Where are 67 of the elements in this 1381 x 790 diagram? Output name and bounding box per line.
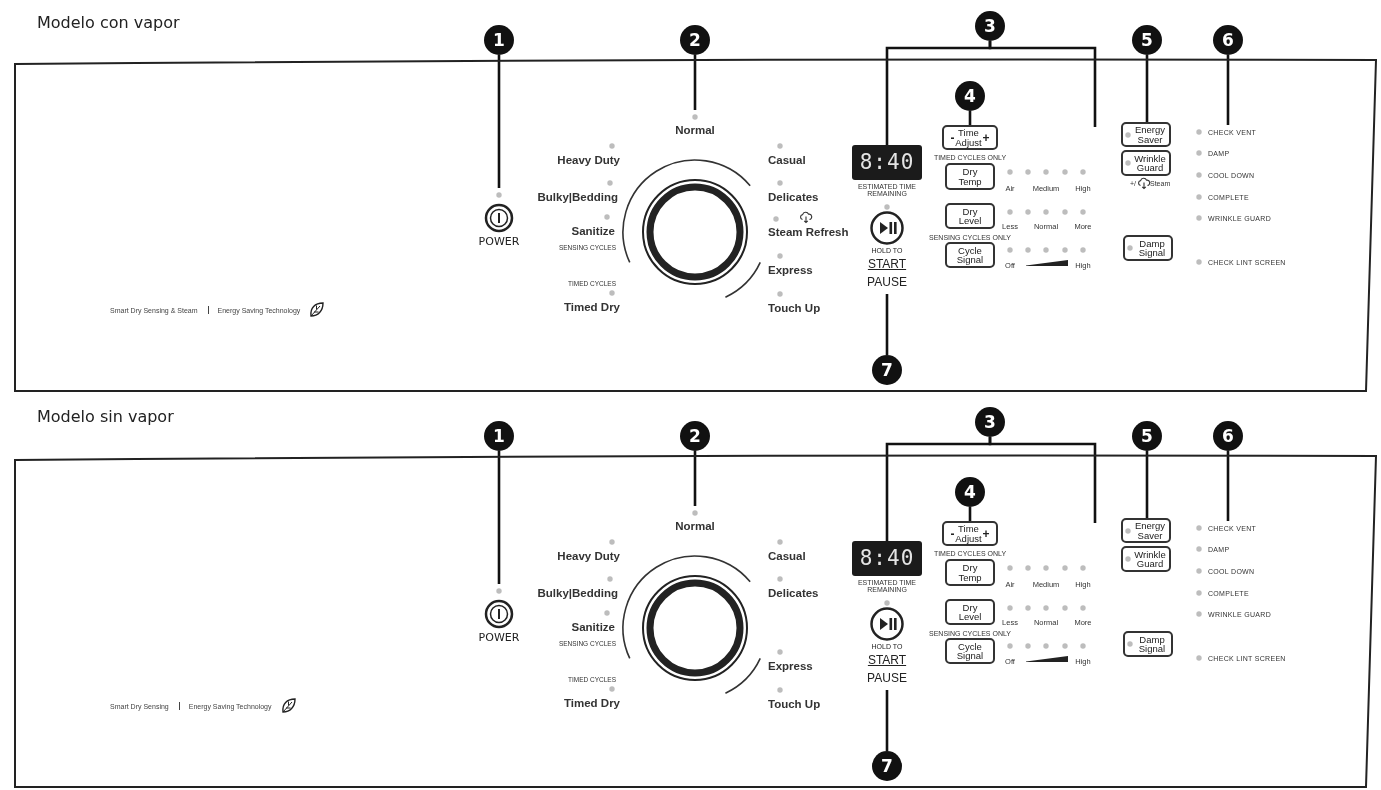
callout-number: 1 [484,421,514,451]
panel-button: Damp Signal [1123,631,1173,657]
cycle-label: Heavy Duty [557,550,620,562]
callout-number: 2 [680,421,710,451]
panel-button: Energy Saver [1121,518,1171,543]
cycle-label: Express [768,660,813,672]
panel-button: Dry Temp [945,559,995,586]
panel-button: Energy Saver [1121,122,1171,147]
cycle-label: Express [768,264,813,276]
leader-line [1226,55,1230,125]
cycle-label: Bulky|Bedding [537,191,618,203]
leader-line [497,55,501,188]
bracket-leader-line [988,437,1097,523]
cycle-label: Delicates [768,191,819,203]
cycle-label: Delicates [768,587,819,599]
cycle-label: Timed Dry [563,301,620,313]
time-display: 8:40 [852,145,922,180]
callout-number: 4 [955,81,985,111]
callout-number: 5 [1132,421,1162,451]
cycle-label: Bulky|Bedding [537,587,618,599]
cycle-label: Touch Up [768,302,821,314]
panel-heading: Modelo con vapor [37,12,180,32]
callout-number: 2 [680,25,710,55]
leader-line [1145,55,1149,122]
leader-line [693,55,697,110]
cycle-label: Casual [768,550,806,562]
callout-number: 3 [975,11,1005,41]
button-label: POWER [478,630,520,644]
panel-button: Wrinkle Guard [1121,546,1171,572]
leader-line [1226,451,1230,521]
cycle-label: Sanitize [571,225,615,237]
panel-heading: Modelo sin vapor [37,406,174,426]
panel-button: Cycle Signal [945,638,995,664]
panel-button: Wrinkle Guard [1121,150,1171,176]
panel-button: Dry Level [945,599,995,625]
cycle-label: Casual [768,154,806,166]
leader-line [497,451,501,584]
button-label: START [867,652,907,667]
cycle-label: Sanitize [571,621,615,633]
cycle-label: Normal [675,124,715,136]
panel-button: Damp Signal [1123,235,1173,261]
cycle-label: Normal [675,520,715,532]
callout-number: 7 [872,751,902,781]
button-label: PAUSE [867,275,907,289]
callout-number: 4 [955,477,985,507]
bracket-leader-line [988,41,1097,127]
cycle-label: Heavy Duty [557,154,620,166]
callout-number: 5 [1132,25,1162,55]
panel-button: Cycle Signal [945,242,995,268]
callout-number: 6 [1213,25,1243,55]
callout-number: 6 [1213,421,1243,451]
leader-line [693,451,697,506]
time-display: 8:40 [852,541,922,576]
panel-button: Dry Temp [945,163,995,190]
leader-line [885,690,889,751]
leader-line [885,294,889,355]
button-label: PAUSE [867,671,907,685]
cycle-label: Timed Dry [563,697,620,709]
button-label: START [867,256,907,271]
callout-number: 7 [872,355,902,385]
button-label: POWER [478,234,520,248]
cycle-label: Touch Up [768,698,821,710]
callout-number: 3 [975,407,1005,437]
callout-number: 1 [484,25,514,55]
cycle-label: Steam Refresh [768,226,849,238]
leader-line [1145,451,1149,518]
panel-button: Dry Level [945,203,995,229]
